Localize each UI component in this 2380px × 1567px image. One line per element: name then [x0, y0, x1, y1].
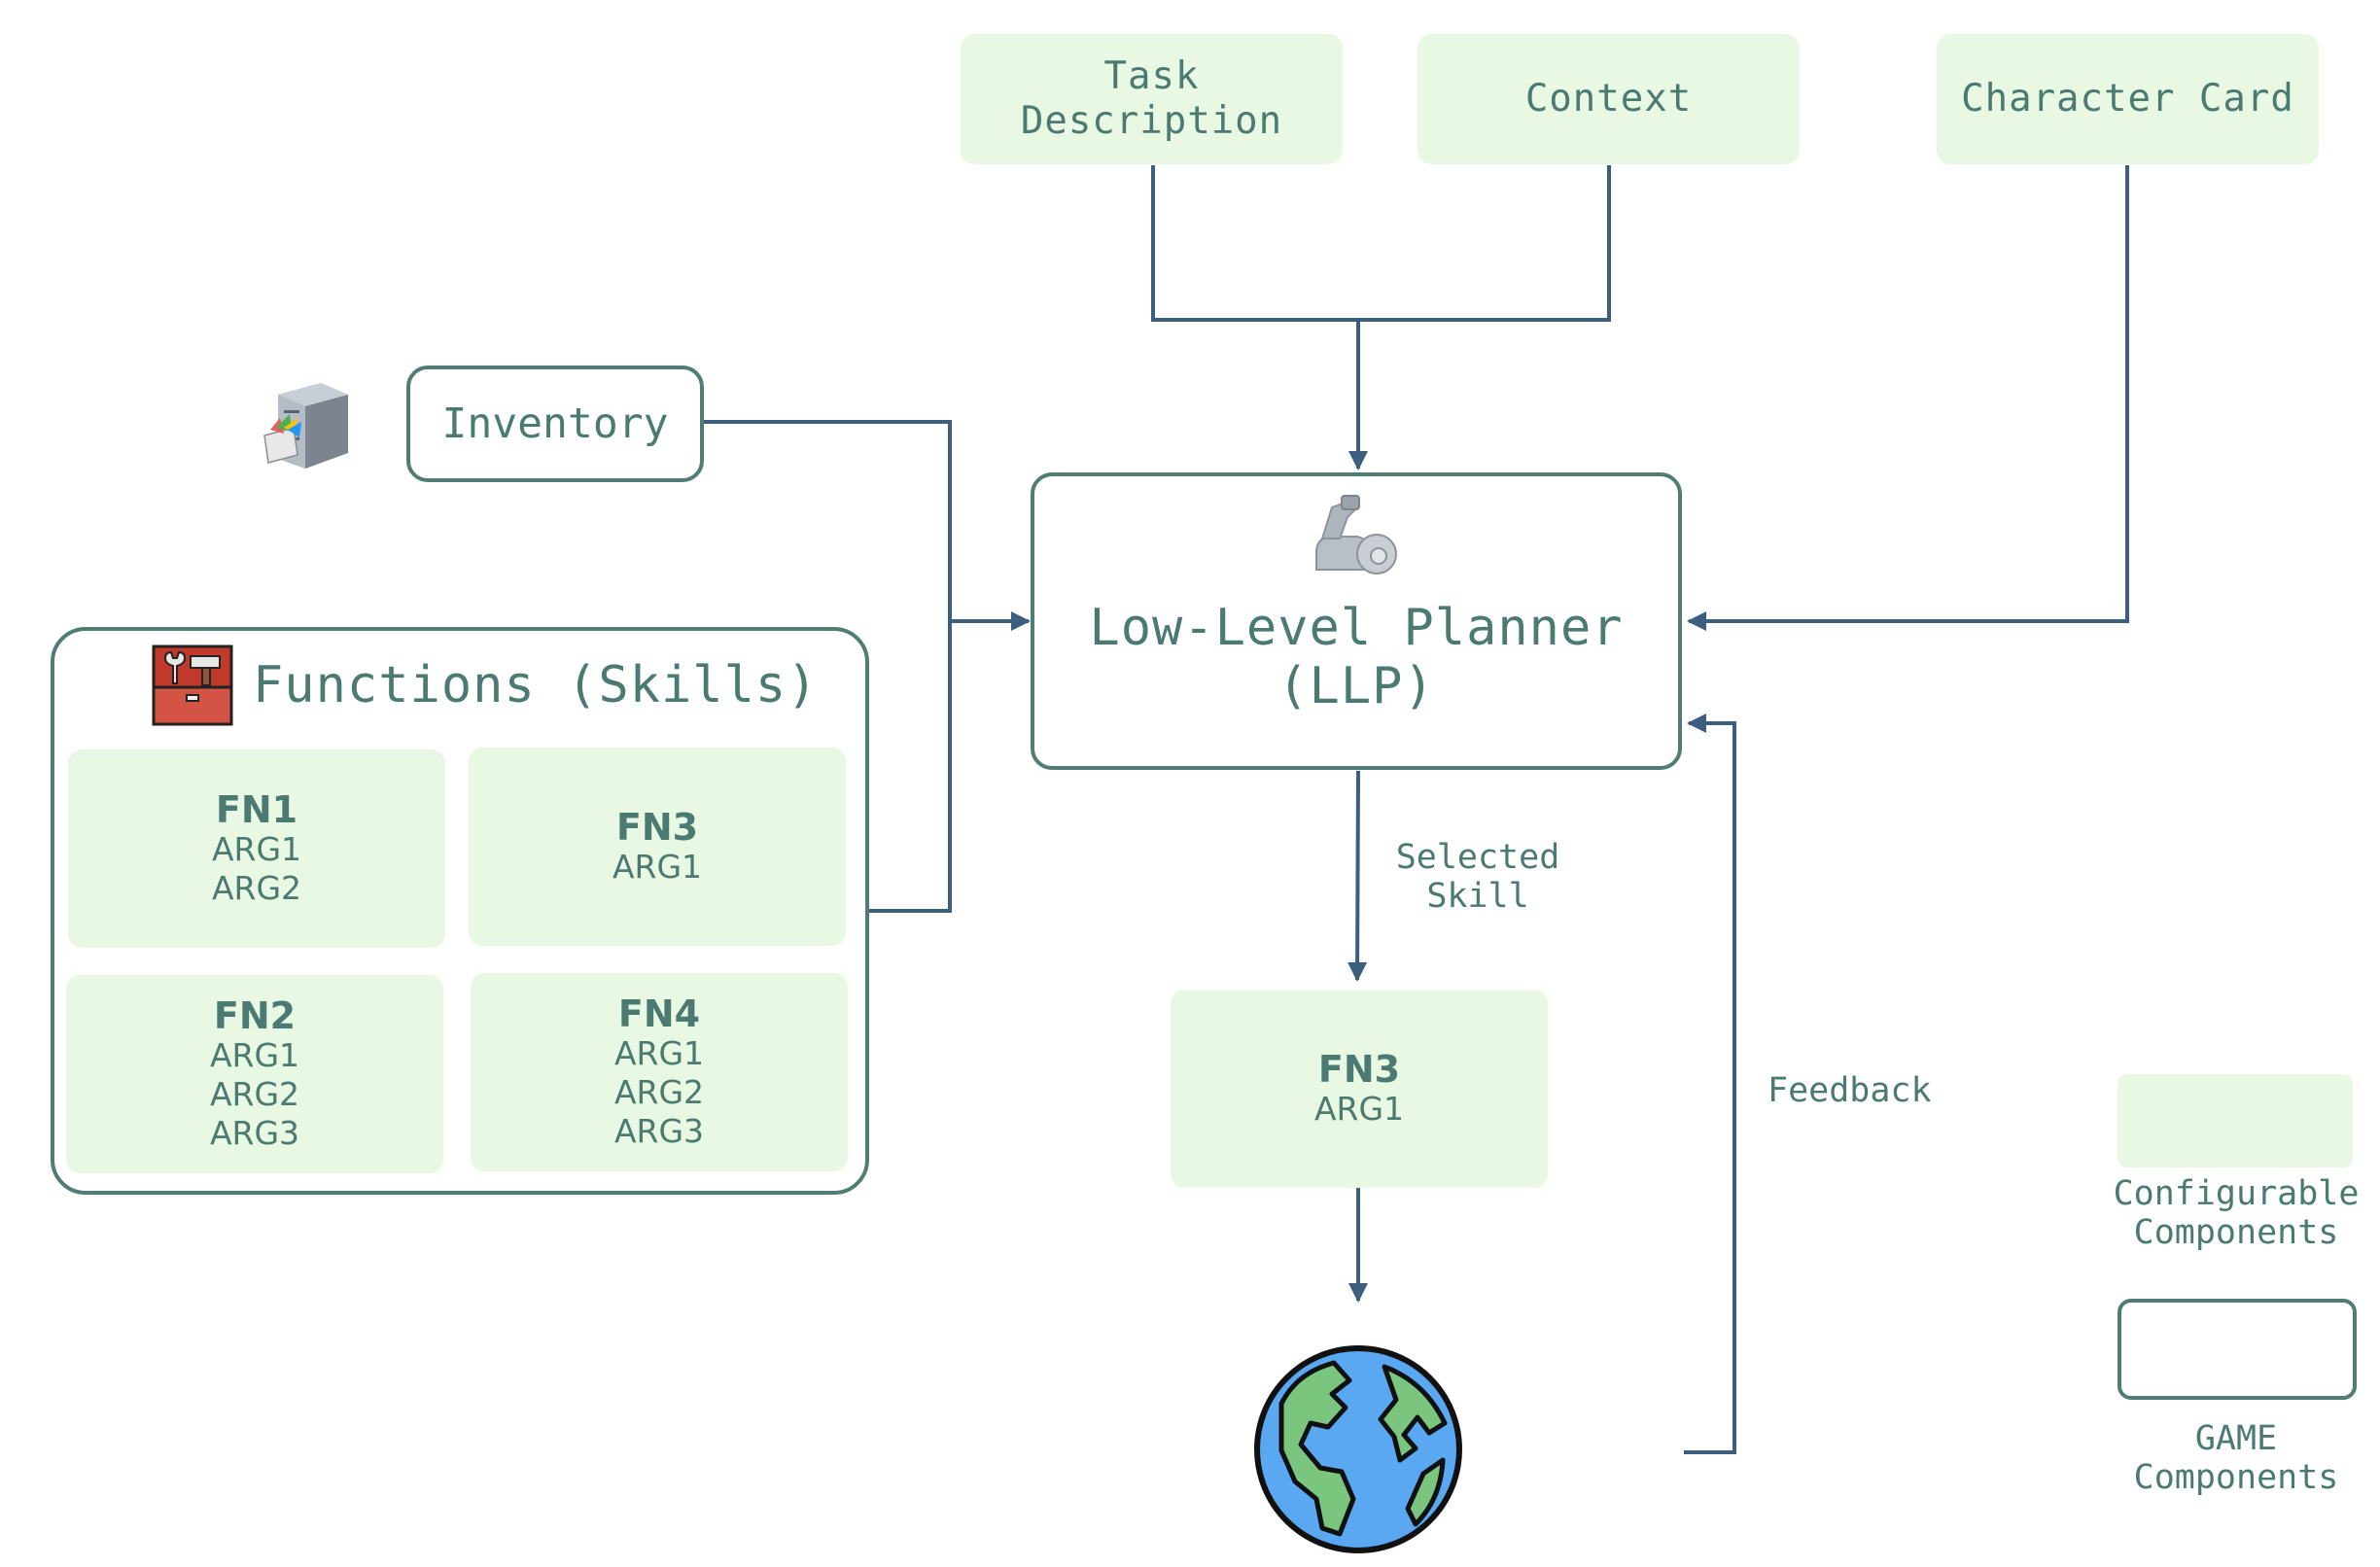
- inventory-label: Inventory: [441, 400, 669, 448]
- feedback-label: Feedback: [1768, 1071, 1932, 1110]
- task-context-connector: [1151, 165, 1611, 322]
- function-name: FN3: [615, 806, 699, 849]
- robotic-arm-icon: [1309, 494, 1402, 575]
- legend-configurable-label: Configurable Components: [2113, 1174, 2360, 1252]
- function-card-fn2: FN2 ARG1 ARG2 ARG3: [66, 975, 443, 1173]
- legend-game-label: GAME Components: [2133, 1419, 2339, 1497]
- function-name: FN4: [617, 992, 701, 1035]
- task-description-box: Task Description: [961, 34, 1343, 164]
- character-to-planner-arrow: [1687, 165, 2129, 631]
- functions-group: Functions (Skills) FN1 ARG1 ARG2 FN3 ARG…: [51, 627, 869, 1195]
- function-arg: ARG2: [211, 869, 302, 907]
- low-level-planner-box: Low-Level Planner (LLP): [1031, 472, 1682, 770]
- function-name: FN3: [1317, 1048, 1401, 1091]
- feedback-arrow: [1684, 714, 1736, 1454]
- function-name: FN1: [215, 788, 298, 831]
- file-cabinet-icon: [259, 379, 352, 472]
- selected-skill-card: FN3 ARG1: [1171, 990, 1548, 1188]
- inventory-box: Inventory: [406, 366, 704, 482]
- character-card-label: Character Card: [1961, 77, 2294, 121]
- legend-configurable-swatch: [2118, 1074, 2353, 1167]
- function-arg: ARG1: [1313, 1090, 1405, 1128]
- function-arg: ARG2: [613, 1073, 705, 1111]
- inventory-connector: [703, 420, 952, 913]
- context-box: Context: [1418, 34, 1800, 164]
- function-arg: ARG2: [209, 1075, 300, 1113]
- toolbox-icon: [152, 644, 233, 726]
- function-card-fn1: FN1 ARG1 ARG2: [68, 749, 445, 948]
- function-arg: ARG3: [209, 1114, 300, 1152]
- task-description-label: Task Description: [1020, 54, 1283, 143]
- functions-title: Functions (Skills): [253, 656, 819, 714]
- selected-skill-label: Selected Skill: [1395, 838, 1560, 916]
- function-arg: ARG1: [613, 1034, 705, 1072]
- function-card-fn4: FN4 ARG1 ARG2 ARG3: [471, 973, 848, 1171]
- function-name: FN2: [213, 994, 297, 1037]
- function-arg: ARG1: [209, 1036, 300, 1074]
- function-arg: ARG1: [211, 830, 302, 868]
- function-arg: ARG3: [613, 1112, 705, 1150]
- function-arg: ARG1: [612, 848, 703, 886]
- globe-icon: [1252, 1343, 1464, 1555]
- context-label: Context: [1524, 77, 1693, 121]
- planner-title: Low-Level Planner (LLP): [1089, 599, 1624, 715]
- legend-game-swatch: [2118, 1299, 2357, 1400]
- character-card-box: Character Card: [1937, 34, 2319, 164]
- function-card-fn3: FN3 ARG1: [469, 748, 846, 946]
- planner-to-skill-arrow: [1348, 770, 1368, 982]
